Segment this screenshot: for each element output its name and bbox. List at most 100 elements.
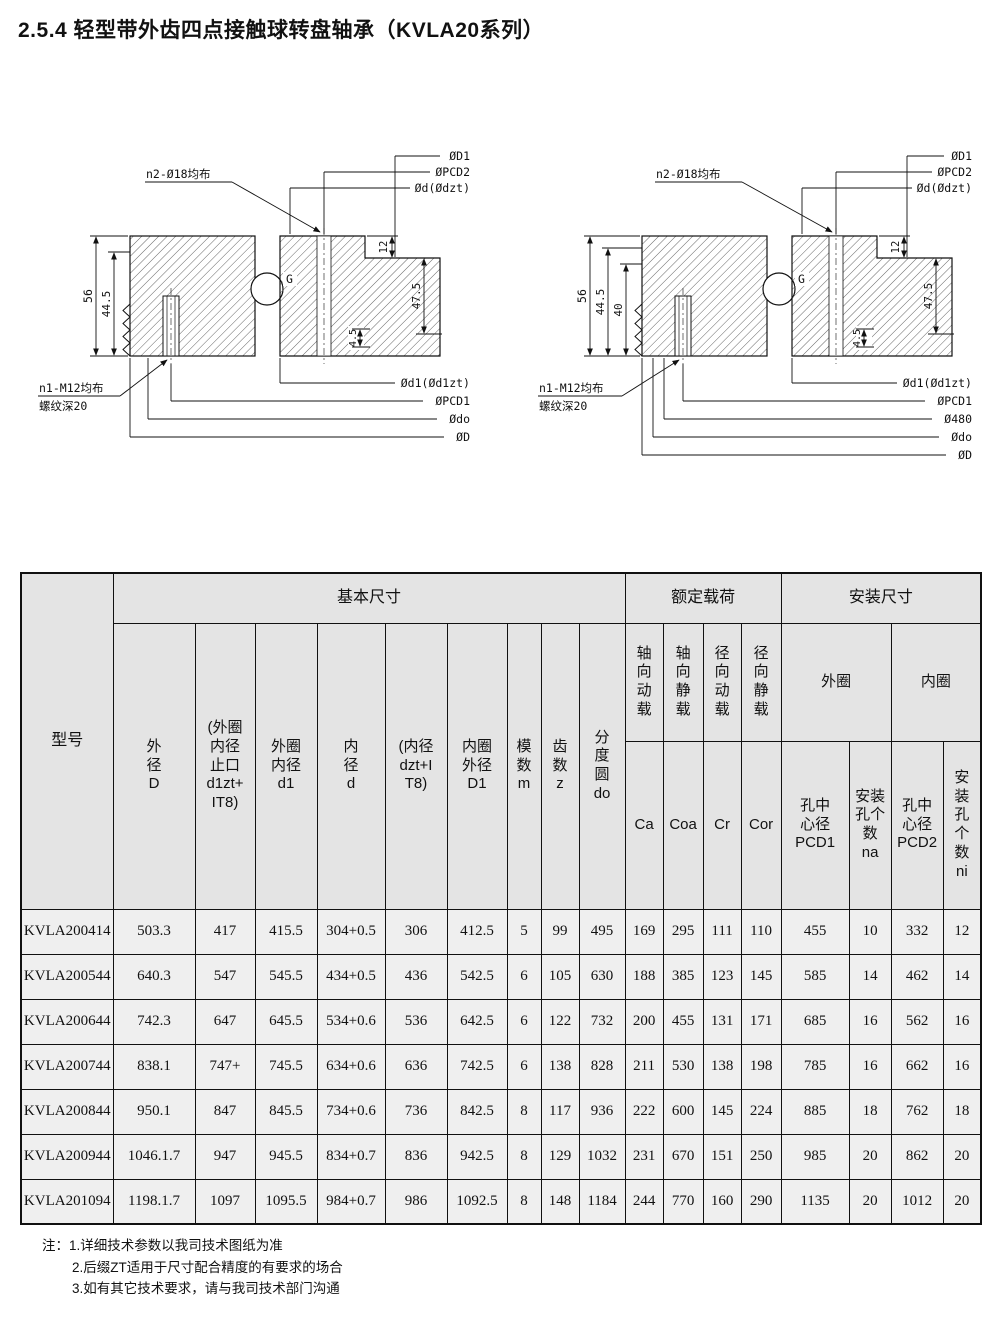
value-cell: 770 [662,1178,704,1225]
col-header-pcd1: 孔中 心径 PCD1 [780,740,850,910]
spec-table-head: 型号 基本尺寸 额定载荷 安装尺寸 外 径 D (外圈 内径 止口 d1zt+ … [20,572,982,910]
value-cell: 503.3 [112,908,196,955]
value-cell: 762 [890,1088,944,1135]
value-cell: 600 [662,1088,704,1135]
value-cell: 8 [506,1133,542,1180]
value-cell: 145 [740,953,782,1000]
value-cell: 936 [578,1088,626,1135]
dim-12-label: 12 [890,241,902,254]
footnote-text: 3.如有其它技术要求，请与我司技术部门沟通 [72,1281,340,1297]
value-cell: 16 [848,998,892,1045]
value-cell: 16 [942,1043,982,1090]
value-cell: 942.5 [446,1133,508,1180]
group-header-basic-dimensions: 基本尺寸 [112,572,626,624]
dim-4-5: 4.5 [852,326,874,350]
value-cell: 138 [540,1043,580,1090]
value-cell: 670 [662,1133,704,1180]
label-dia-pcd2: ØPCD2 [323,165,470,234]
dim-44-5-label: 44.5 [594,289,607,316]
value-cell: 200 [624,998,664,1045]
col-header-coa: Coa [662,740,704,910]
value-cell: 122 [540,998,580,1045]
value-cell: 536 [384,998,448,1045]
label-dia-do: Ødo [652,358,972,444]
value-cell: 8 [506,1088,542,1135]
value-cell: 834+0.7 [316,1133,386,1180]
footnote-text: 1.详细技术参数以我司技术图纸为准 [69,1238,283,1253]
label-dia-d1-text: ØD1 [951,149,972,163]
col-header-model: 型号 [20,572,114,910]
spec-table: 型号 基本尺寸 额定载荷 安装尺寸 外 径 D (外圈 内径 止口 d1zt+ … [20,572,983,1225]
dim-56-label: 56 [81,289,95,303]
value-cell: 415.5 [254,908,318,955]
value-cell: 950.1 [112,1088,196,1135]
col-header-outer-ring-bore: 外圈 内径 d1 [254,622,318,910]
callout-n1-text-line1: n1-M12均布 [539,381,604,395]
col-header-ni: 安 装 孔 个 数 ni [942,740,982,910]
label-dia-d-dzt: Ød(Ødzt) [289,181,470,234]
label-dia-d-dzt-text: Ød(Ødzt) [917,181,972,195]
col-header-bore: 内 径 d [316,622,386,910]
value-cell: 545.5 [254,953,318,1000]
value-cell: 885 [780,1088,850,1135]
label-dia-pcd2-text: ØPCD2 [937,165,972,179]
value-cell: 1135 [780,1178,850,1225]
value-cell: 8 [506,1178,542,1225]
value-cell: 304+0.5 [316,908,386,955]
value-cell: 5 [506,908,542,955]
value-cell: 14 [848,953,892,1000]
raceway-label-g: G [795,272,809,286]
inner-ring-section [791,235,953,357]
value-cell: 742.5 [446,1043,508,1090]
value-cell: 455 [662,998,704,1045]
value-cell: 434+0.5 [316,953,386,1000]
value-cell: 16 [848,1043,892,1090]
value-cell: 462 [890,953,944,1000]
inner-ring-section [279,235,441,357]
value-cell: 747+ [194,1043,256,1090]
value-cell: 20 [942,1178,982,1225]
value-cell: 736 [384,1088,448,1135]
dim-44-5: 44.5 [594,247,642,356]
dim-4-5-label: 4.5 [348,329,359,347]
col-header-ca: Ca [624,740,664,910]
value-cell: 18 [942,1088,982,1135]
col-header-teeth-count: 齿 数 z [540,622,580,910]
dim-47-5-label: 47.5 [410,283,423,310]
col-header-axial-dynamic-load: 轴 向 动 载 [624,622,664,742]
label-dia-pcd1-text: ØPCD1 [435,394,470,408]
value-cell: 845.5 [254,1088,318,1135]
dim-44-5-label: 44.5 [100,291,113,318]
value-cell: 985 [780,1133,850,1180]
value-cell: 151 [702,1133,742,1180]
value-cell: 838.1 [112,1043,196,1090]
value-cell: 785 [780,1043,850,1090]
dim-12: 12 [367,235,398,258]
value-cell: 732 [578,998,626,1045]
callout-n1-holes: n1-M12均布 螺纹深20 [538,359,680,413]
dim-56: 56 [81,235,128,357]
footnote-text: 2.后缀ZT适用于尺寸配合精度的有要求的场合 [72,1259,343,1275]
section-drawing-right: G 56 44.5 40 12 47.5 [538,149,972,462]
value-cell: 862 [890,1133,944,1180]
value-cell: 123 [702,953,742,1000]
gear-teeth [634,303,643,357]
label-dia-d-dzt-text: Ød(Ødzt) [415,181,470,195]
value-cell: 745.5 [254,1043,318,1090]
value-cell: 110 [740,908,782,955]
callout-n1-holes: n1-M12均布 螺纹深20 [38,359,168,413]
value-cell: 742.3 [112,998,196,1045]
model-cell: KVLA200844 [20,1088,114,1135]
value-cell: 662 [890,1043,944,1090]
label-dia-d-outer-text: ØD [456,430,470,444]
callout-n2-holes: n2-Ø18均布 [145,167,321,233]
value-cell: 244 [624,1178,664,1225]
value-cell: 231 [624,1133,664,1180]
label-dia-d-outer: ØD [129,358,470,444]
label-dia-d-outer-text: ØD [958,448,972,462]
callout-n2-text: n2-Ø18均布 [656,167,721,181]
